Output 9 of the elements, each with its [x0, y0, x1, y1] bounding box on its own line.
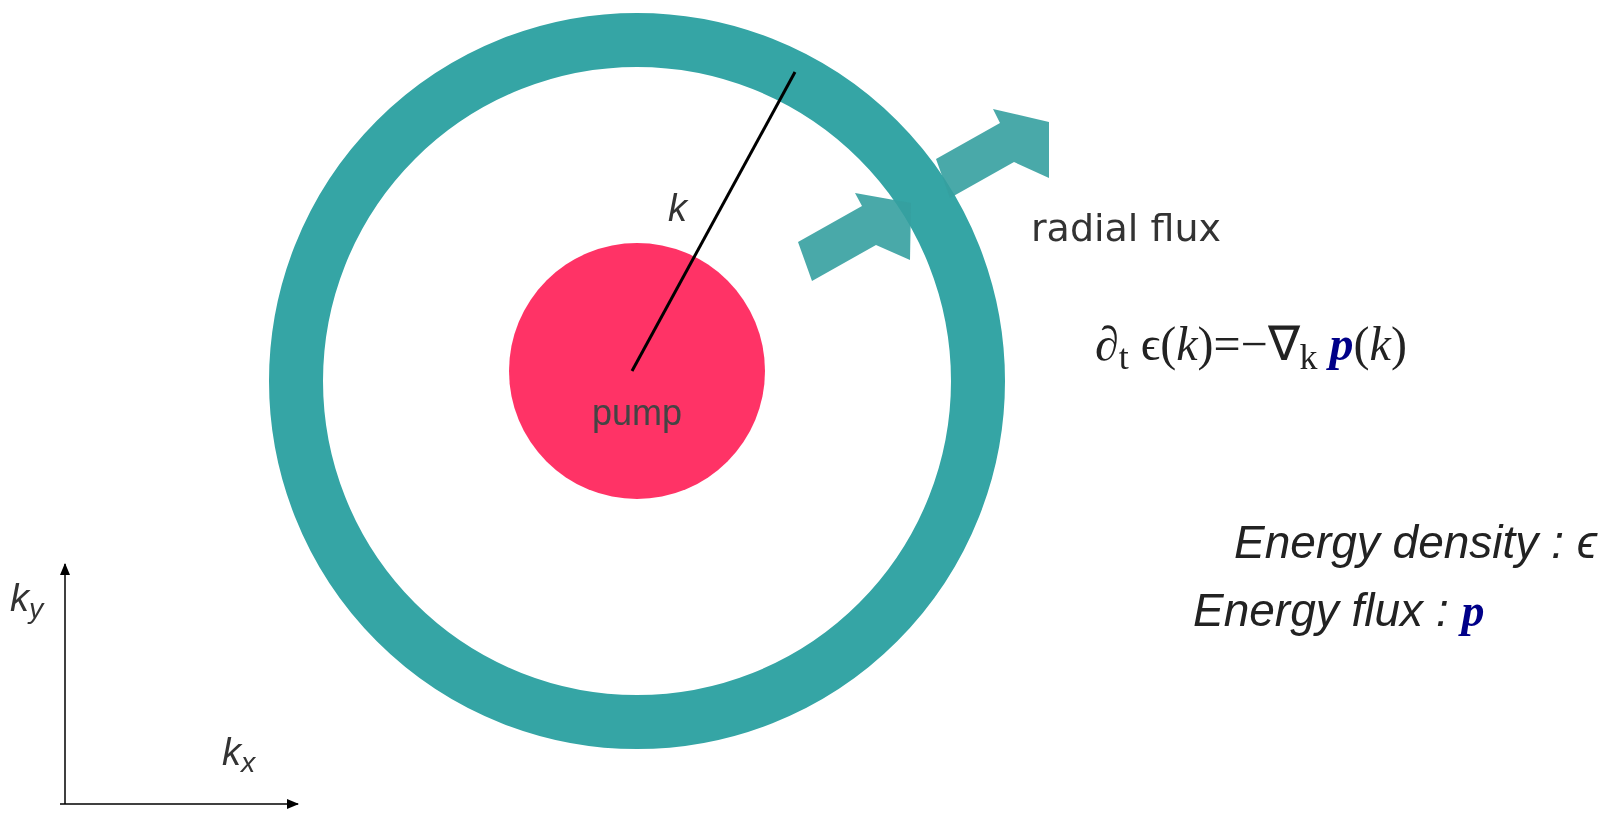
radius-label: k	[668, 186, 687, 231]
equation: ∂$_{t}$ ϵ(k)=−∇$_{k}$ p(k)	[1095, 316, 1407, 379]
legend-text: Energy flux : p	[1193, 583, 1485, 638]
node-label: pump	[591, 395, 683, 431]
ring	[269, 13, 1005, 749]
axis-label: k$_{x}$	[222, 730, 256, 781]
flux-label: radial flux	[1031, 205, 1222, 252]
axis-label: k$_{y}$	[10, 576, 44, 627]
legend-text: Energy density : ϵ	[1234, 515, 1597, 570]
